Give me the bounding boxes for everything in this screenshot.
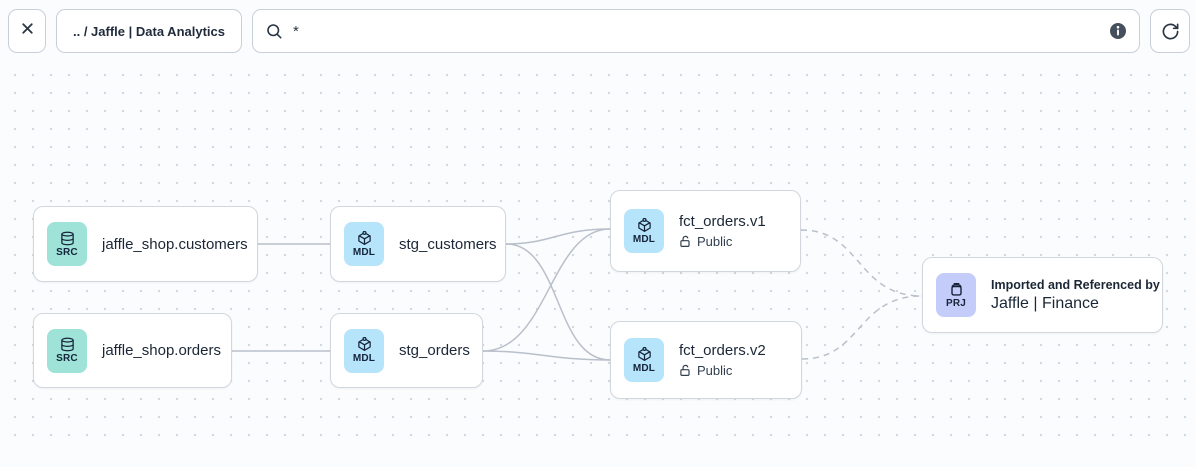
cube-icon [637, 217, 652, 233]
search-input[interactable] [293, 22, 1099, 40]
badge-label: MDL [352, 246, 376, 258]
node-label: stg_orders [399, 342, 470, 359]
badge-label: PRJ [945, 297, 967, 309]
node-fct-orders-v2[interactable]: MDL fct_orders.v2 Public [610, 321, 802, 399]
badge-label: MDL [632, 362, 656, 374]
database-icon [60, 231, 75, 246]
cube-icon [357, 230, 372, 246]
archive-jar-icon [949, 282, 964, 297]
cube-icon [357, 337, 372, 352]
lock-open-icon [679, 364, 692, 377]
close-icon [19, 20, 36, 42]
search-box [252, 9, 1140, 53]
breadcrumb[interactable]: .. / Jaffle | Data Analytics [56, 9, 242, 53]
node-subtitle: Imported and Referenced by [991, 277, 1160, 292]
node-label: Jaffle | Finance [991, 294, 1099, 312]
node-fct-orders-v1[interactable]: MDL fct_orders.v1 Public [610, 190, 801, 272]
model-badge: MDL [624, 209, 664, 253]
node-label: jaffle_shop.customers [102, 235, 248, 253]
toolbar: .. / Jaffle | Data Analytics [8, 9, 1190, 53]
badge-label: MDL [352, 353, 376, 364]
model-badge: MDL [624, 338, 664, 382]
badge-label: SRC [56, 353, 78, 364]
node-label: fct_orders.v1 [679, 213, 766, 230]
model-badge: MDL [344, 222, 384, 266]
project-badge: PRJ [936, 273, 976, 317]
badge-label: SRC [56, 246, 78, 258]
node-label: stg_customers [399, 235, 497, 253]
source-badge: SRC [47, 222, 87, 266]
refresh-icon [1161, 22, 1180, 41]
node-label: jaffle_shop.orders [102, 342, 221, 359]
access-label: Public [697, 234, 733, 249]
info-icon[interactable] [1109, 22, 1127, 40]
close-button[interactable] [8, 9, 46, 53]
access-badge: Public [679, 363, 766, 378]
node-jaffle-shop-customers[interactable]: SRC jaffle_shop.customers [33, 206, 258, 282]
node-stg-customers[interactable]: MDL stg_customers [330, 206, 506, 282]
node-jaffle-shop-orders[interactable]: SRC jaffle_shop.orders [33, 313, 232, 388]
node-stg-orders[interactable]: MDL stg_orders [330, 313, 483, 388]
access-badge: Public [679, 234, 766, 249]
badge-label: MDL [632, 233, 656, 245]
node-label: fct_orders.v2 [679, 342, 766, 359]
access-label: Public [697, 363, 733, 378]
search-icon [265, 22, 283, 40]
source-badge: SRC [47, 328, 87, 373]
model-badge: MDL [344, 328, 384, 373]
cube-icon [637, 346, 652, 362]
database-icon [60, 337, 75, 352]
lock-open-icon [679, 235, 692, 248]
refresh-button[interactable] [1150, 9, 1190, 53]
node-jaffle-finance-project[interactable]: PRJ Imported and Referenced by Jaffle | … [922, 257, 1163, 333]
